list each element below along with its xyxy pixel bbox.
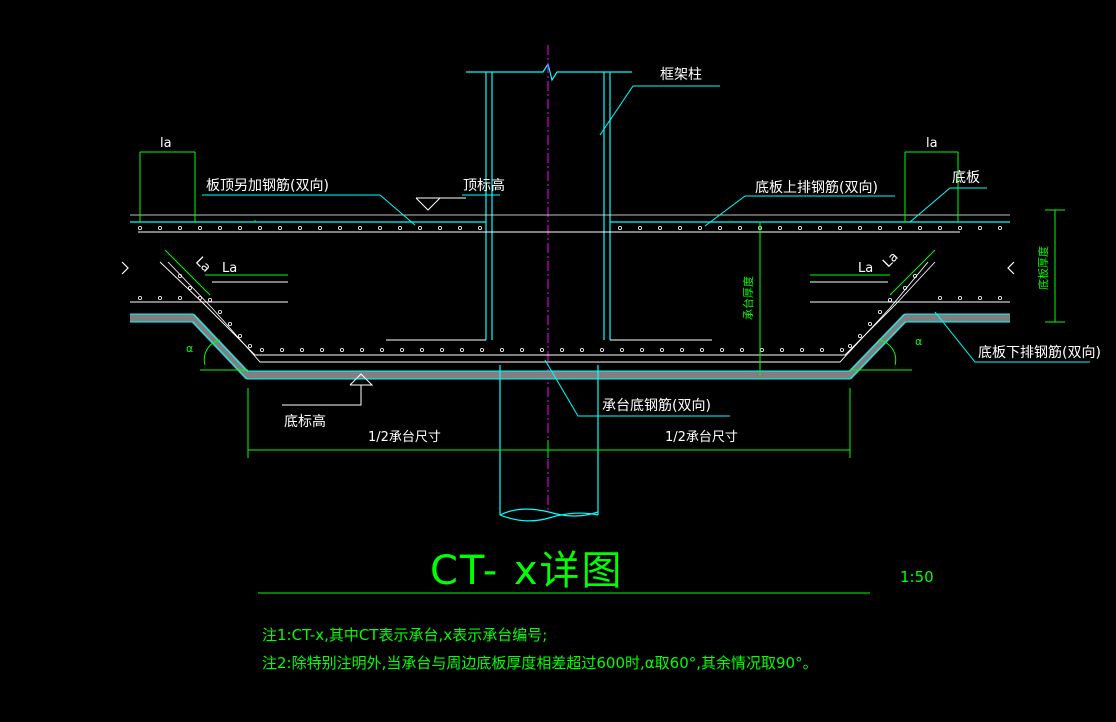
label-half-cap-left: 1/2承台尺寸 xyxy=(368,430,441,445)
label-top-elevation: 顶标高 xyxy=(463,177,505,194)
note-1: 注1:CT-x,其中CT表示承台,x表示承台编号; xyxy=(262,626,547,644)
dimension-lines xyxy=(200,209,1065,458)
label-slab-upper-rebar: 底板上排钢筋(双向) xyxy=(755,179,878,196)
slab-top-surface xyxy=(121,214,1015,275)
label-frame-column: 框架柱 xyxy=(660,67,702,83)
bottom-elevation-marker xyxy=(282,373,374,406)
label-base-slab: 底板 xyxy=(952,170,980,186)
la-dimension-brackets xyxy=(139,151,959,296)
label-cap-bottom-rebar: 承台底钢筋(双向) xyxy=(602,397,711,414)
drawing-title: CT- x详图 xyxy=(430,548,624,594)
label-La-left-slope: La xyxy=(192,254,213,275)
rebar-dots xyxy=(137,225,1003,352)
label-half-cap-right: 1/2承台尺寸 xyxy=(665,430,738,445)
label-La-left: La xyxy=(222,261,237,276)
label-cap-thickness: 承台厚度 xyxy=(741,276,755,320)
label-slab-lower-rebar: 底板下排钢筋(双向) xyxy=(978,344,1101,361)
label-La-right-slope: La xyxy=(880,249,901,270)
label-bottom-elevation: 底标高 xyxy=(284,413,326,430)
label-base-slab-thickness: 底板厚度 xyxy=(1036,246,1050,290)
rebar-lines xyxy=(130,231,1010,363)
label-la-left: la xyxy=(160,136,172,151)
leader-lines xyxy=(202,85,1090,417)
label-la-right: la xyxy=(926,136,938,151)
label-alpha-left: α xyxy=(186,342,193,355)
label-alpha-right: α xyxy=(915,335,922,348)
drawing-scale: 1:50 xyxy=(900,568,934,586)
note-2: 注2:除特别注明外,当承台与周边底板厚度相差超过600时,α取60°,其余情况取… xyxy=(262,654,818,672)
label-slab-top-extra: 板顶另加钢筋(双向) xyxy=(206,177,329,194)
cap-bottom-profile xyxy=(130,313,1010,380)
pile-outline xyxy=(499,365,599,522)
label-La-right: La xyxy=(858,261,873,276)
frame-column-outline xyxy=(466,62,632,340)
top-elevation-marker xyxy=(415,197,466,211)
